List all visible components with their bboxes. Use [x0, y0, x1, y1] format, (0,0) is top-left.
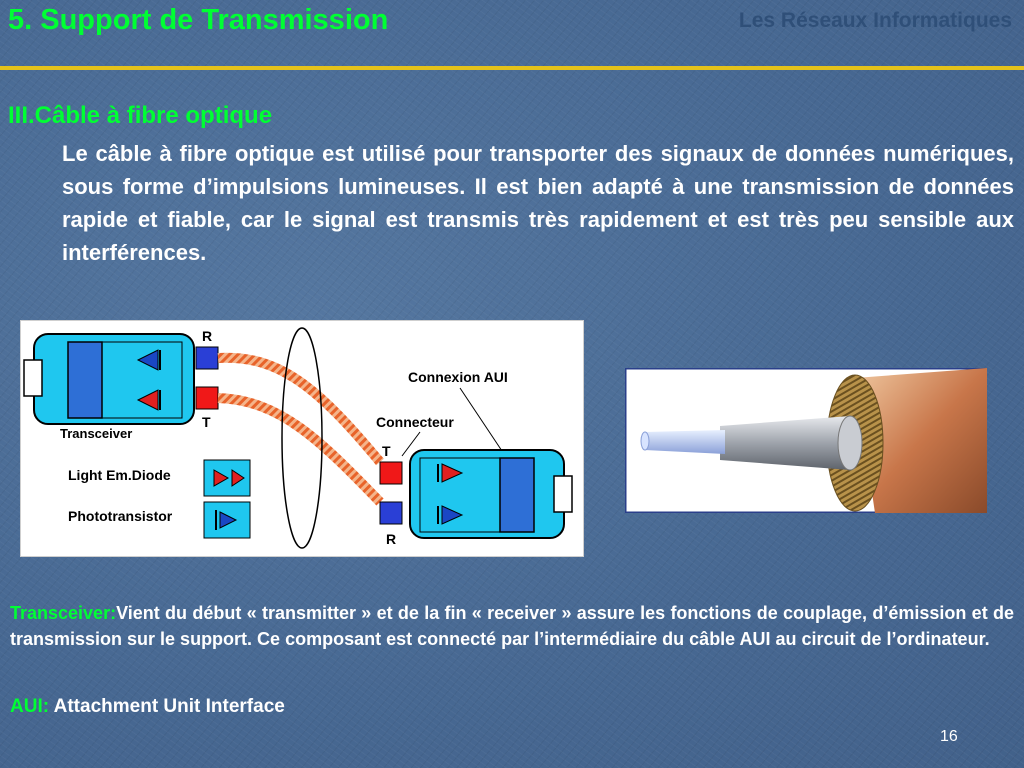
aui-term: AUI: — [10, 696, 50, 717]
transceiver-term: Transceiver: — [10, 603, 117, 623]
label-r-bottom: R — [386, 531, 396, 547]
transceiver-definition: Vient du début « transmitter » et de la … — [10, 603, 1014, 649]
transmitter-port-top — [195, 386, 219, 410]
fiber-cable-bottom — [217, 393, 384, 506]
label-t-bottom: T — [382, 443, 391, 459]
connecteur-pointer — [401, 431, 421, 457]
slide-subtitle: Les Réseaux Informatiques — [738, 9, 1012, 32]
left-transceiver — [23, 333, 195, 425]
transceiver-note: Transceiver:Vient du début « transmitter… — [10, 600, 1014, 652]
led-symbol-2 — [231, 469, 245, 487]
optical-core — [645, 430, 725, 454]
label-t-top: T — [202, 414, 211, 430]
fiber-cable-top — [217, 352, 384, 466]
label-transceiver: Transceiver — [60, 426, 132, 441]
page-number: 16 — [940, 728, 958, 745]
section-heading: III.Câble à fibre optique — [8, 102, 273, 129]
led-symbol — [213, 469, 230, 487]
label-connecteur: Connecteur — [376, 414, 454, 430]
section-paragraph: Le câble à fibre optique est utilisé pou… — [62, 141, 1014, 265]
diagram-svg: R T Transceiver Connexion AUI Connecteur… — [20, 320, 584, 557]
aui-ellipse — [281, 327, 323, 549]
phototransistor-symbol — [219, 511, 238, 529]
outer-jacket — [855, 368, 987, 513]
label-light-em-diode: Light Em.Diode — [68, 467, 171, 483]
slide-title: 5. Support de Transmission — [8, 4, 389, 36]
fiber-transceiver-diagram: R T Transceiver Connexion AUI Connecteur… — [20, 320, 584, 557]
label-r-top: R — [202, 328, 212, 344]
aui-note: AUI: Attachment Unit Interface — [10, 696, 285, 718]
receiver-port-top — [195, 346, 219, 370]
header-divider — [0, 66, 1024, 70]
right-transceiver — [409, 449, 573, 539]
aui-definition: Attachment Unit Interface — [49, 696, 285, 717]
phototransistor-legend-box — [203, 501, 251, 539]
label-phototransistor: Phototransistor — [68, 508, 173, 524]
label-connexion-aui: Connexion AUI — [408, 369, 508, 385]
fiber-cable-illustration — [623, 366, 989, 515]
fiber-cable-photo — [623, 366, 989, 515]
cladding — [720, 416, 850, 470]
transmitter-port-bottom — [379, 461, 403, 485]
receiver-port-bottom — [379, 501, 403, 525]
